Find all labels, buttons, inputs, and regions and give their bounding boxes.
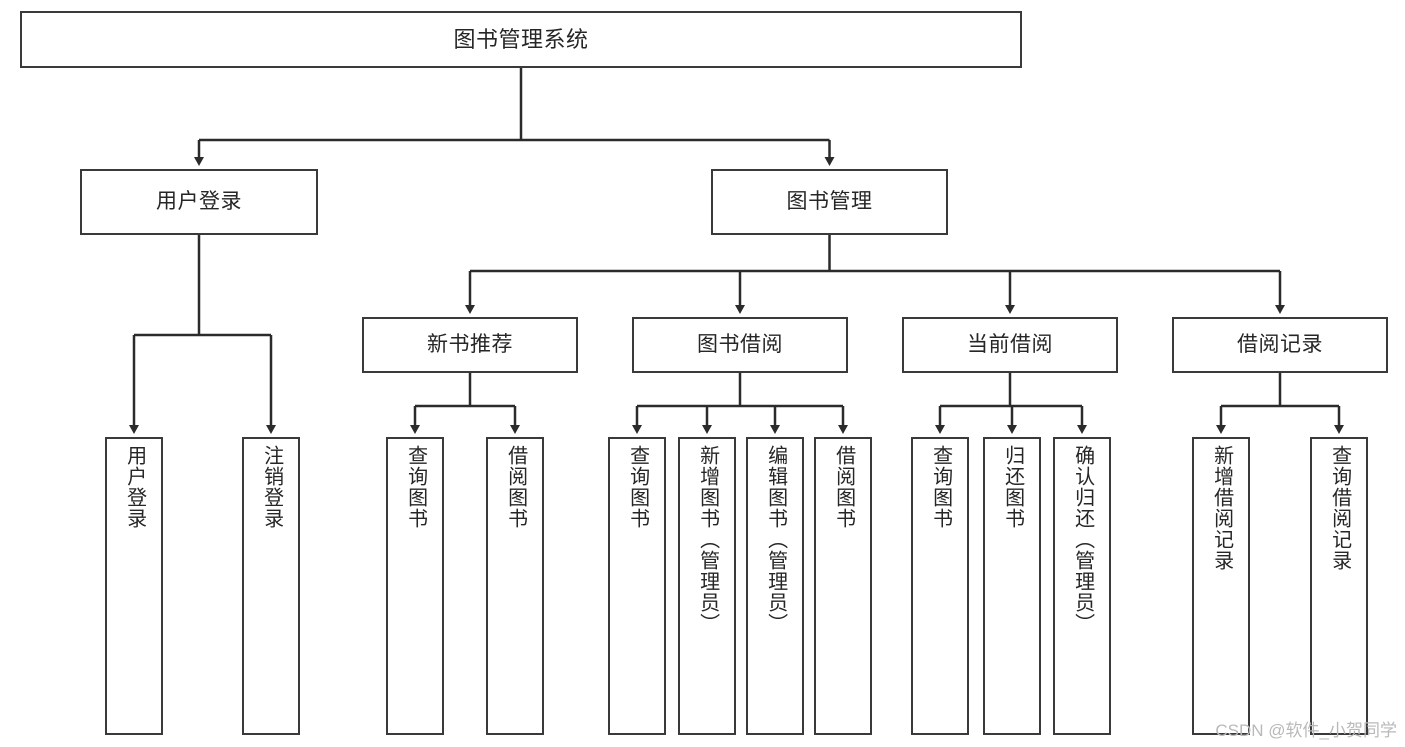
node-label: 确认归还（管理员） <box>1071 445 1094 634</box>
node-leaf-return[interactable]: 归还图书 <box>983 437 1041 735</box>
node-label: 新增借阅记录 <box>1210 445 1233 571</box>
node-leaf-query-2[interactable]: 查询图书 <box>608 437 666 735</box>
node-leaf-logout[interactable]: 注销登录 <box>242 437 300 735</box>
node-leaf-query-3[interactable]: 查询图书 <box>911 437 969 735</box>
node-leaf-query-rec[interactable]: 查询借阅记录 <box>1310 437 1368 735</box>
node-label: 用户登录 <box>156 189 242 213</box>
node-label: 图书管理 <box>786 189 873 213</box>
node-leaf-edit-book[interactable]: 编辑图书（管理员） <box>746 437 804 735</box>
node-root[interactable]: 图书管理系统 <box>20 11 1022 68</box>
node-new-book-rec[interactable]: 新书推荐 <box>362 317 578 373</box>
node-label: 查询图书 <box>404 445 427 529</box>
node-label: 编辑图书（管理员） <box>764 445 787 634</box>
node-label: 借阅图书 <box>504 445 527 529</box>
node-label: 图书管理系统 <box>453 26 589 52</box>
node-book-borrow[interactable]: 图书借阅 <box>632 317 848 373</box>
node-label: 借阅图书 <box>832 445 855 529</box>
node-label: 借阅记录 <box>1237 332 1323 356</box>
node-label: 注销登录 <box>260 445 283 529</box>
node-leaf-confirm[interactable]: 确认归还（管理员） <box>1053 437 1111 735</box>
node-label: 查询借阅记录 <box>1328 445 1351 571</box>
node-leaf-add-book[interactable]: 新增图书（管理员） <box>678 437 736 735</box>
node-label: 用户登录 <box>123 445 146 529</box>
node-leaf-borrow-2[interactable]: 借阅图书 <box>814 437 872 735</box>
node-leaf-borrow-1[interactable]: 借阅图书 <box>486 437 544 735</box>
node-current-borrow[interactable]: 当前借阅 <box>902 317 1118 373</box>
node-book-manage[interactable]: 图书管理 <box>711 169 948 235</box>
node-leaf-add-rec[interactable]: 新增借阅记录 <box>1192 437 1250 735</box>
node-label: 图书借阅 <box>697 332 783 356</box>
node-borrow-record[interactable]: 借阅记录 <box>1172 317 1388 373</box>
node-label: 查询图书 <box>626 445 649 529</box>
node-label: 新书推荐 <box>427 332 513 356</box>
node-label: 新增图书（管理员） <box>696 445 719 634</box>
node-label: 归还图书 <box>1001 445 1024 529</box>
node-leaf-query-1[interactable]: 查询图书 <box>386 437 444 735</box>
node-label: 当前借阅 <box>967 332 1053 356</box>
node-label: 查询图书 <box>929 445 952 529</box>
node-leaf-user-login[interactable]: 用户登录 <box>105 437 163 735</box>
node-user-login[interactable]: 用户登录 <box>80 169 318 235</box>
